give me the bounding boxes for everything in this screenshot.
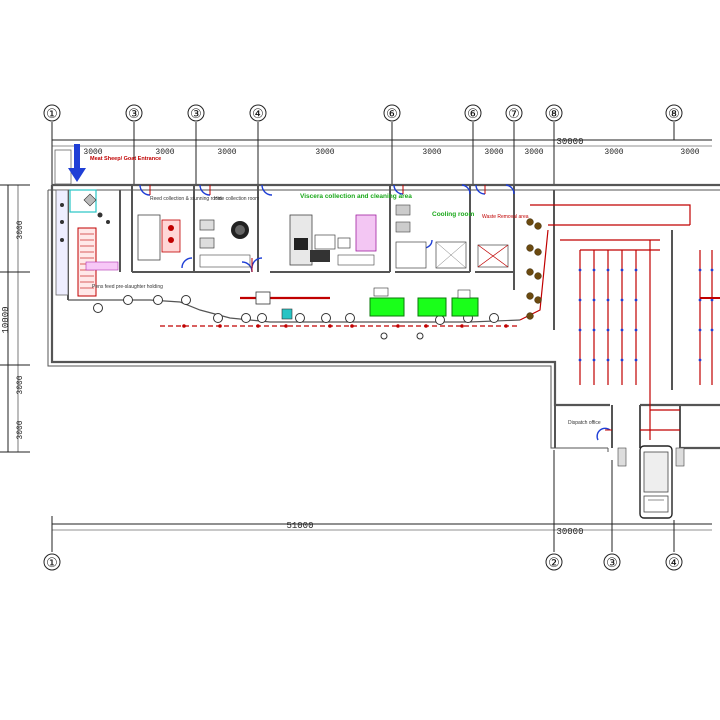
svg-text:⑥: ⑥ bbox=[386, 107, 398, 122]
room-stunning: Reed collection & stunning room bbox=[137, 196, 222, 261]
dim-top-a: 3000 bbox=[83, 148, 102, 157]
svg-text:3000: 3000 bbox=[16, 220, 25, 239]
room-hide-label: Hide collection room bbox=[214, 196, 259, 202]
room-viscera: Viscera collection and cleaning area bbox=[289, 193, 412, 266]
svg-text:③: ③ bbox=[128, 107, 140, 122]
room-waste: Waste Removal area bbox=[477, 214, 529, 268]
dispatch-label: Dispatch office bbox=[568, 420, 601, 426]
grid-bubble-bottom-3: ③ bbox=[603, 553, 621, 571]
bottom-grid-axis: 51000 30000 ① ② ③ ④ bbox=[43, 450, 712, 571]
svg-text:④: ④ bbox=[252, 107, 264, 122]
room-hide: Hide collection room bbox=[199, 196, 259, 268]
dim-top-i: 3000 bbox=[680, 148, 699, 157]
room-viscera-label: Viscera collection and cleaning area bbox=[300, 193, 412, 200]
svg-text:①: ① bbox=[46, 107, 58, 122]
svg-text:⑧: ⑧ bbox=[548, 107, 560, 122]
entrance-label: Meat Sheep/ Goat Entrance bbox=[90, 156, 161, 162]
svg-text:⑥: ⑥ bbox=[467, 107, 479, 122]
grid-bubble-top-2: ③ bbox=[125, 104, 143, 122]
dim-top-d: 3000 bbox=[315, 148, 334, 157]
cooling-hall-rail-dots bbox=[578, 268, 714, 362]
svg-text:②: ② bbox=[548, 556, 560, 571]
grid-bubble-bottom-4: ④ bbox=[665, 553, 683, 571]
grid-bubble-top-7: ⑦ bbox=[505, 104, 523, 122]
dim-bottom-total: 51000 bbox=[286, 521, 313, 531]
grid-bubble-top-4: ④ bbox=[249, 104, 267, 122]
grid-bubble-top-5: ⑥ bbox=[383, 104, 401, 122]
door-red-accents bbox=[149, 185, 612, 431]
carcass-hangers bbox=[526, 218, 542, 320]
grid-bubble-top-8: ⑧ bbox=[545, 104, 563, 122]
room-cooling-label: Cooling room bbox=[432, 211, 474, 218]
entrance-zone bbox=[54, 149, 119, 297]
grid-bubble-top-1: ① bbox=[43, 104, 61, 122]
cooling-hall-rails bbox=[519, 204, 713, 440]
lower-left-label: Pens feed pre-slaughter holding bbox=[92, 284, 163, 290]
top-grid-axis: ① ③ ③ ④ ⑥ ⑥ ⑦ ⑧ ⑧ 3000 3000 3000 3000 30… bbox=[43, 104, 712, 190]
svg-text:3000: 3000 bbox=[16, 420, 25, 439]
building-walls bbox=[47, 183, 720, 452]
dispatch-annex: Dispatch office bbox=[568, 420, 685, 467]
grid-bubble-bottom-1: ① bbox=[43, 553, 61, 571]
green-tanks bbox=[369, 287, 479, 317]
room-cooling: Cooling room bbox=[395, 204, 474, 269]
dim-top-b: 3000 bbox=[155, 148, 174, 157]
left-dimension: 3000 10000 3000 3000 bbox=[0, 184, 30, 453]
room-waste-label: Waste Removal area bbox=[482, 214, 529, 220]
dim-top-f: 3000 bbox=[484, 148, 503, 157]
svg-text:④: ④ bbox=[668, 556, 680, 571]
svg-text:③: ③ bbox=[606, 556, 618, 571]
truck-icon bbox=[639, 445, 673, 519]
svg-text:①: ① bbox=[46, 556, 58, 571]
svg-text:⑦: ⑦ bbox=[508, 107, 520, 122]
slaughter-line: Pens feed pre-slaughter holding bbox=[68, 284, 521, 340]
dim-top-right: 30000 bbox=[556, 137, 583, 147]
svg-text:3000: 3000 bbox=[16, 375, 25, 394]
svg-text:③: ③ bbox=[190, 107, 202, 122]
grid-bubble-bottom-2: ② bbox=[545, 553, 563, 571]
dim-top-h: 3000 bbox=[604, 148, 623, 157]
room-stunning-label: Reed collection & stunning room bbox=[150, 196, 222, 202]
dim-left-total: 10000 bbox=[1, 306, 11, 333]
dim-top-e: 3000 bbox=[422, 148, 441, 157]
grid-bubble-top-3: ③ bbox=[187, 104, 205, 122]
entrance-arrow-icon bbox=[68, 144, 86, 182]
dim-top-g: 3000 bbox=[524, 148, 543, 157]
grid-bubble-top-9: ⑧ bbox=[665, 104, 683, 122]
dim-top-c: 3000 bbox=[217, 148, 236, 157]
grid-bubble-top-6: ⑥ bbox=[464, 104, 482, 122]
dim-bottom-right: 30000 bbox=[556, 527, 583, 537]
svg-text:⑧: ⑧ bbox=[668, 107, 680, 122]
